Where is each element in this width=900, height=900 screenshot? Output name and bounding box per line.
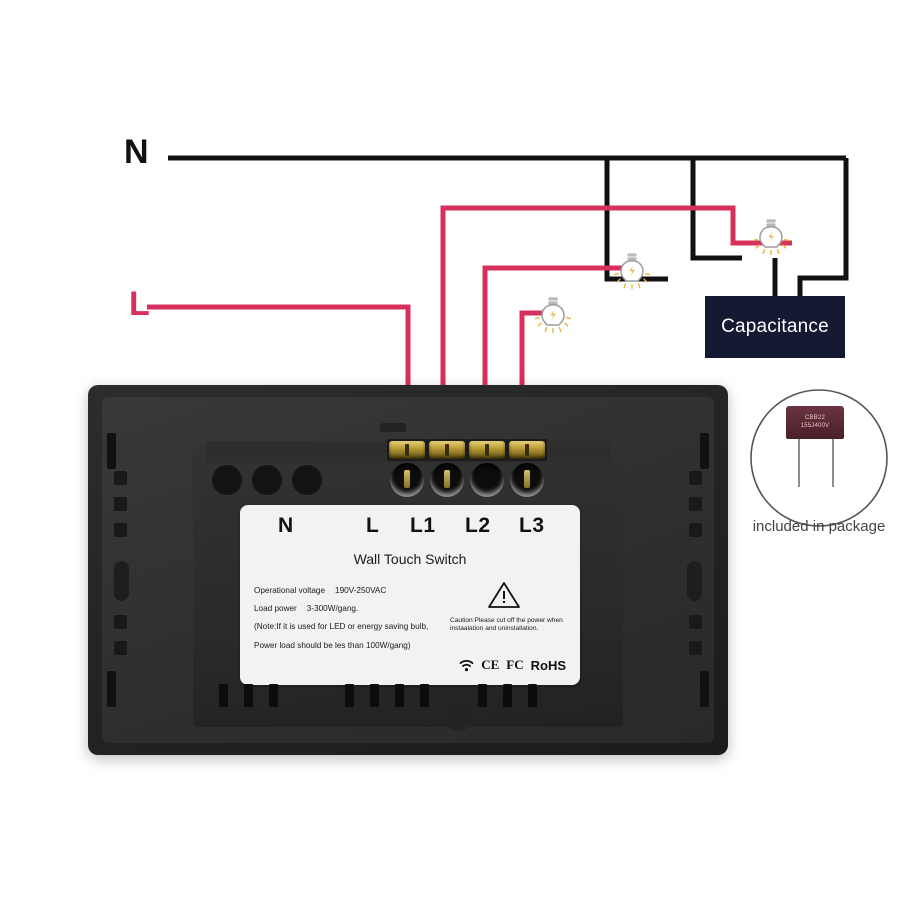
terminal-screw-l2[interactable] — [469, 441, 505, 459]
blank-hole-3 — [292, 465, 322, 495]
live-branch-l1 — [440, 205, 792, 470]
vent-1 — [219, 684, 228, 707]
edge-rib-l2 — [114, 497, 127, 511]
edge-rib-r1 — [689, 471, 702, 485]
vent-5 — [370, 684, 379, 707]
terminal-label-l1: L1 — [410, 514, 436, 537]
panel-top-nub — [380, 423, 406, 432]
wifi-icon — [459, 659, 474, 671]
panel-tab-left — [114, 561, 129, 601]
edge-rib-r3 — [689, 523, 702, 537]
bulb-l2-icon — [613, 253, 651, 290]
spec-label-plate: N L L1 L2 L3 Wall Touch Switch Operation… — [240, 505, 580, 685]
product-name: Wall Touch Switch — [353, 551, 467, 567]
capacitor-body: CBB22 155J400V — [786, 406, 844, 439]
cert-fcc: FC — [506, 657, 524, 672]
spec-row-load: Load power 3-300W/gang. — [254, 605, 469, 613]
vent-9 — [503, 684, 512, 707]
capacitor-lead-right — [832, 439, 834, 487]
terminal-screw-l3[interactable] — [509, 441, 545, 459]
terminal-label-l3: L3 — [519, 514, 545, 537]
neutral-wire-group — [168, 155, 849, 300]
terminal-port-l3[interactable] — [510, 463, 544, 497]
wall-switch-panel: N L L1 L2 L3 Wall Touch Switch Operation… — [88, 385, 728, 755]
blank-hole-2 — [252, 465, 282, 495]
panel-notch-top-left — [107, 433, 116, 469]
edge-rib-l3 — [114, 523, 127, 537]
terminal-screw-l1[interactable] — [429, 441, 465, 459]
vent-4 — [345, 684, 354, 707]
edge-rib-r2 — [689, 497, 702, 511]
live-source-label: L — [129, 285, 150, 323]
capacitor-callout: CBB22 155J400V included in package — [748, 378, 890, 548]
vent-10 — [528, 684, 537, 707]
spec-row-voltage: Operational voltage 190V-250VAC — [254, 586, 469, 595]
edge-rib-l4 — [114, 615, 127, 629]
panel-notch-top-right — [700, 433, 709, 469]
capacitance-box-label: Capacitance — [721, 316, 829, 337]
capacitor-caption: included in package — [752, 518, 886, 535]
capacitor-part-number: CBB22 — [804, 415, 825, 421]
terminal-label-l2: L2 — [465, 514, 491, 537]
terminal-label-row: N L L1 L2 L3 — [240, 505, 580, 545]
spec-key-load: Load power — [254, 604, 297, 614]
blank-hole-1 — [212, 465, 242, 495]
capacitance-box: Capacitance — [705, 296, 845, 358]
neutral-branch-right — [797, 158, 849, 300]
capacitor-rating: 155J400V — [800, 422, 830, 429]
terminal-port-l1[interactable] — [430, 463, 464, 497]
terminal-port-l[interactable] — [390, 463, 424, 497]
terminal-port-l2[interactable] — [470, 463, 504, 497]
panel-tab-right — [687, 561, 702, 601]
panel-notch-bottom-right — [700, 671, 709, 707]
certification-row: CE FC RoHS — [459, 657, 566, 673]
edge-rib-r5 — [689, 641, 702, 655]
warning-triangle-icon — [488, 582, 520, 608]
capacitor-callout-circle — [750, 389, 888, 527]
panel-notch-bottom-left — [107, 671, 116, 707]
edge-rib-l1 — [114, 471, 127, 485]
caution-block: Caution:Please cut off the power when in… — [444, 581, 564, 633]
terminal-screw-l[interactable] — [389, 441, 425, 459]
spec-note-line-1: (Note:If it is used for LED or energy sa… — [254, 622, 429, 632]
spec-value-load: 3-300W/gang. — [306, 604, 359, 614]
terminal-label-n: N — [278, 514, 294, 537]
vent-3 — [269, 684, 278, 707]
vent-7 — [420, 684, 429, 707]
neutral-branch-l2 — [690, 158, 742, 261]
neutral-source-label: N — [124, 133, 149, 171]
neutral-branch-l3 — [604, 158, 668, 282]
spec-key-voltage: Operational voltage — [254, 586, 326, 595]
terminal-row — [193, 433, 623, 497]
cert-ce: CE — [481, 657, 500, 672]
panel-bottom-nub — [450, 705, 468, 731]
caution-text: Caution:Please cut off the power when in… — [450, 617, 563, 633]
vent-6 — [395, 684, 404, 707]
vent-2 — [244, 684, 253, 707]
cert-rohs: RoHS — [530, 657, 566, 673]
bulb-l3-icon — [534, 297, 572, 334]
edge-rib-r4 — [689, 615, 702, 629]
spec-note-line-2: Power load should be les than 100W/gang) — [254, 640, 411, 650]
vent-8 — [478, 684, 487, 707]
spec-list: Operational voltage 190V-250VAC Load powe… — [254, 586, 469, 660]
capacitor-lead-left — [798, 439, 800, 487]
edge-rib-l5 — [114, 641, 127, 655]
spec-value-voltage: 190V-250VAC — [335, 586, 387, 595]
bulb-l1-icon — [752, 219, 790, 256]
terminal-label-l: L — [366, 514, 380, 537]
